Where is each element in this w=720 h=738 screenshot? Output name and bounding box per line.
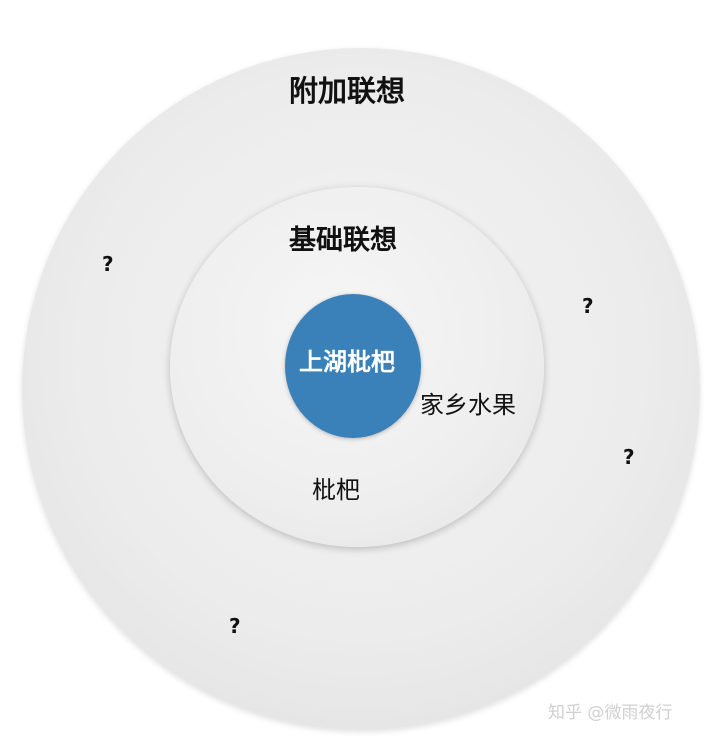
unknown-association: ? xyxy=(102,252,114,276)
core-label: 上湖枇杷 xyxy=(299,348,395,376)
core-brand-circle xyxy=(285,294,421,438)
unknown-association: ? xyxy=(623,445,635,469)
unknown-association: ? xyxy=(229,614,241,638)
association-hometown-fruit: 家乡水果 xyxy=(420,391,516,419)
unknown-association: ? xyxy=(582,294,594,318)
watermark: 知乎 @微雨夜行 xyxy=(548,703,673,723)
association-loquat: 枇杷 xyxy=(312,476,360,504)
middle-circle-label: 基础联想 xyxy=(289,225,397,256)
outer-circle-label: 附加联想 xyxy=(289,74,406,108)
